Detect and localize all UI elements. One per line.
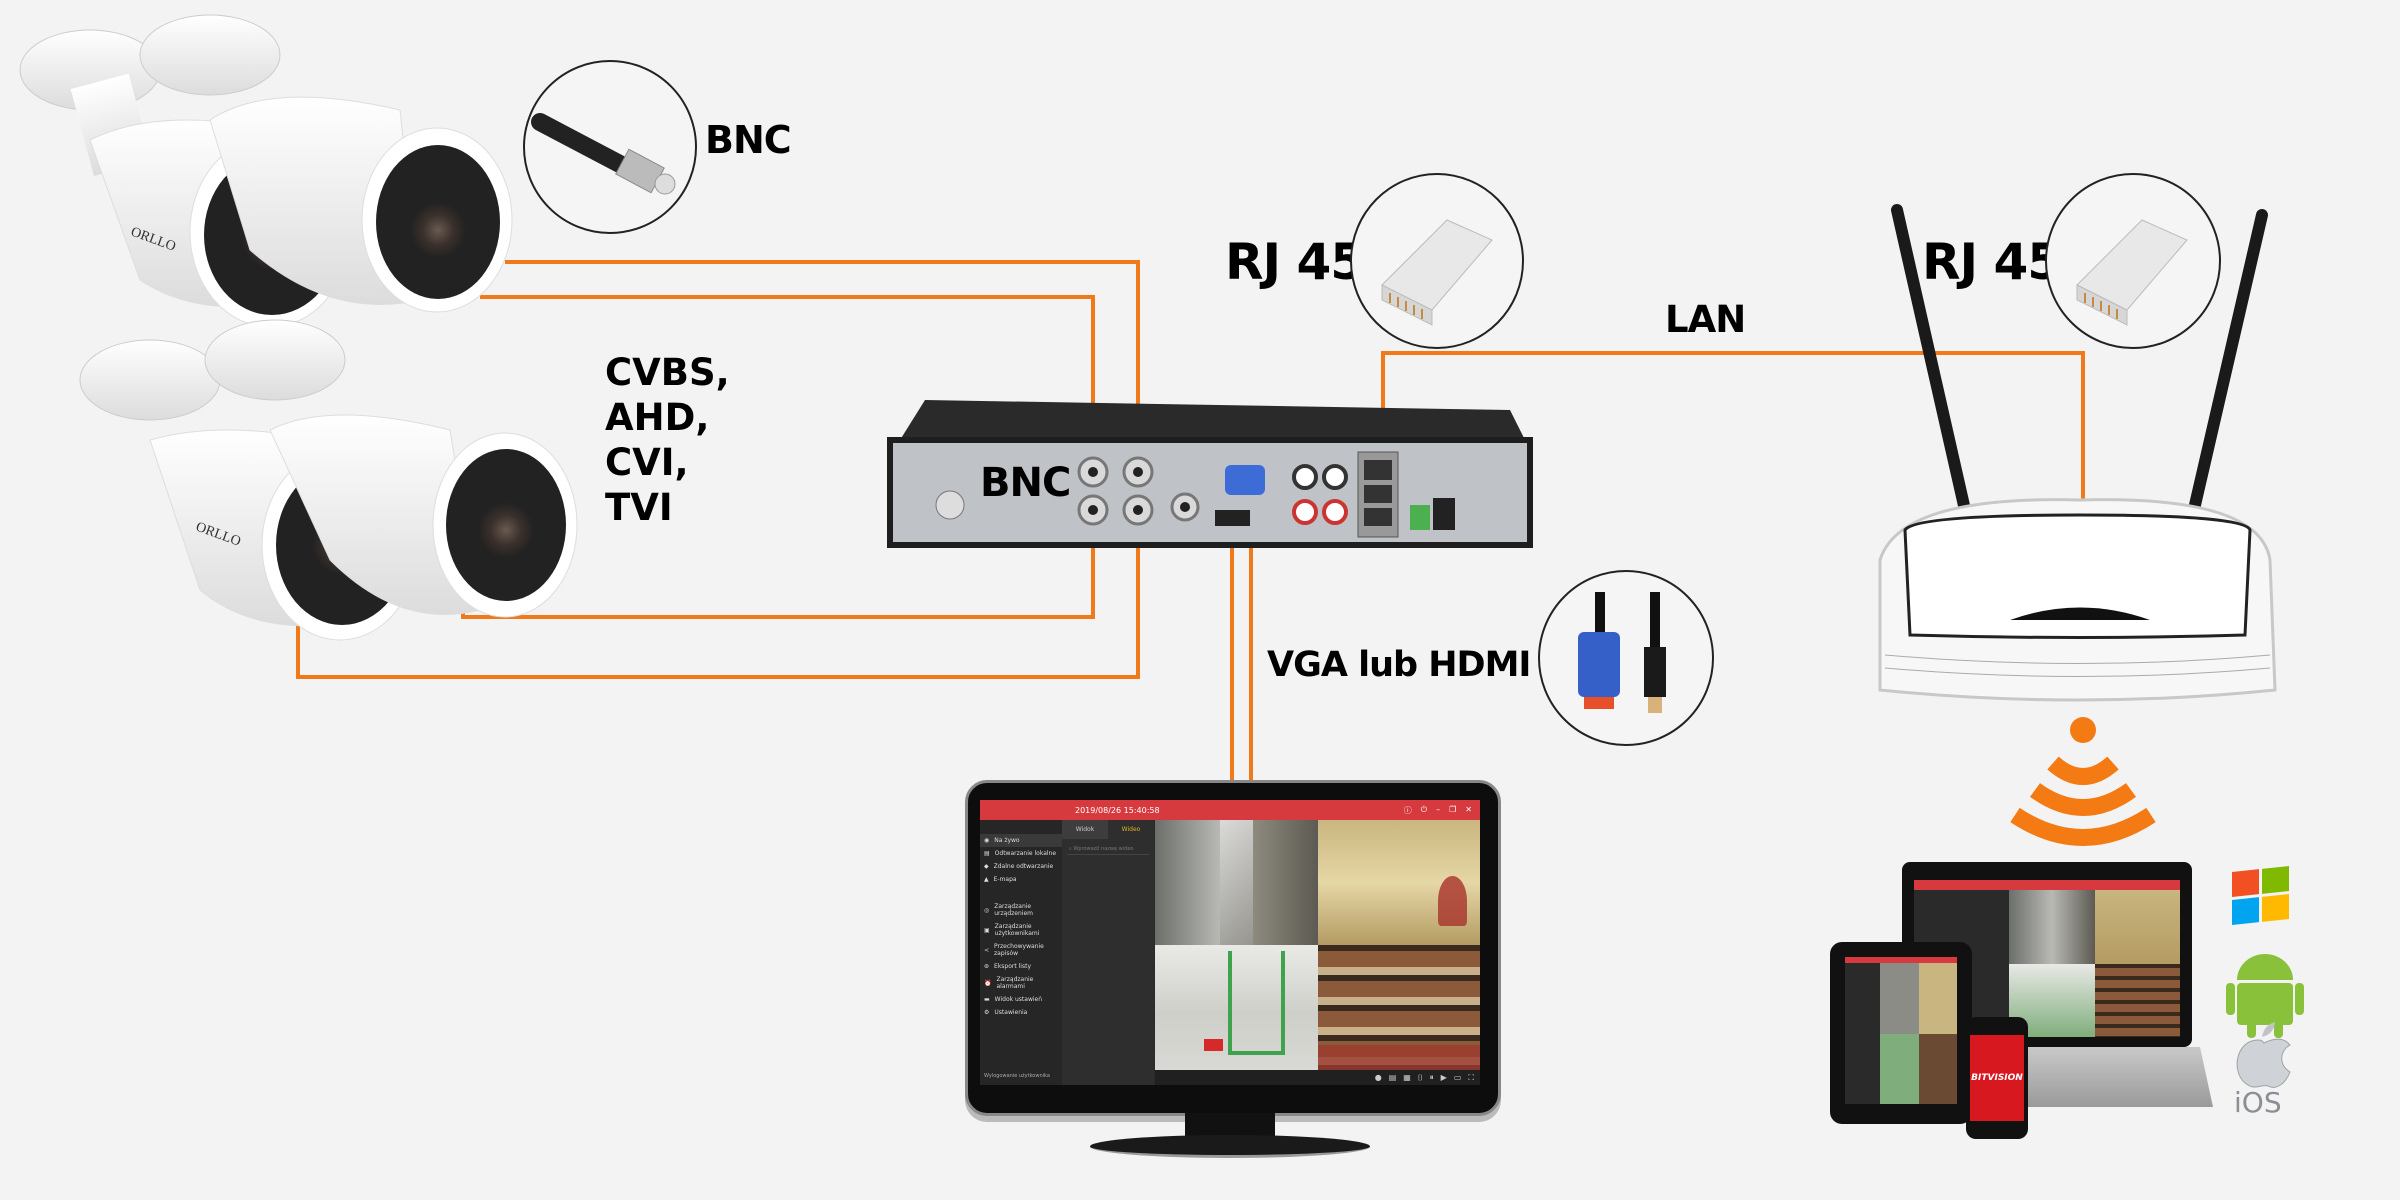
view-icon: ▬ <box>984 996 990 1003</box>
rj45-plug-icon <box>2076 219 2188 326</box>
export-icon: ⊛ <box>984 963 990 970</box>
vga-hdmi-cable-icon <box>1578 592 1666 713</box>
bitvision-logo: BITVISION <box>1971 1073 2023 1083</box>
settings-icon: ⚙ <box>984 1009 990 1016</box>
sidebar-item-devices[interactable]: ◎Zarządzanie urządzeniem <box>984 903 1034 917</box>
video-output-label: VGA lub HDMI <box>1267 645 1531 685</box>
app-panel: Widok Wideo ⌕ Wprowadź nazwę wideo <box>1062 820 1154 1085</box>
close-icon[interactable]: ✕ <box>1465 804 1472 814</box>
sidebar-item-live[interactable]: ◉Na żywo <box>980 834 1062 847</box>
lan-label: LAN <box>1665 298 1746 341</box>
vga-hdmi-callout <box>1538 570 1714 746</box>
sidebar-item-remote-playback[interactable]: ◆Zdalne odtwarzanie <box>984 863 1054 870</box>
playback-toolbar: ● ▤ ▦ ⌷ ⏸ ▶ ▭ ⛶ <box>1155 1070 1480 1085</box>
cable-lan <box>1381 351 2085 505</box>
search-icon: ⌕ <box>1069 846 1074 852</box>
sidebar-item-export[interactable]: ⊛Eksport listy <box>984 963 1031 970</box>
sidebar-item-storage[interactable]: ≺Przechowywanie zapisów <box>984 943 1044 957</box>
info-icon[interactable]: ⓘ <box>1403 805 1412 815</box>
sidebar-item-view-settings[interactable]: ▬Widok ustawień <box>984 996 1043 1003</box>
camera-feed-warehouse[interactable] <box>1155 820 1318 945</box>
camera-grid <box>1155 820 1480 1070</box>
signal-type: AHD, <box>605 396 710 439</box>
app-sidebar: ◉Na żywo ▤Odtwarzanie lokalne ◆Zdalne od… <box>980 820 1062 1085</box>
playback-icon: ▤ <box>984 850 990 857</box>
rj45-dvr-label: RJ 45 <box>1225 233 1365 291</box>
signal-type: CVI, <box>605 441 689 484</box>
sidebar-item-emap[interactable]: ▲E-mapa <box>984 876 1017 883</box>
signal-type: TVI <box>605 486 673 529</box>
tab-view[interactable]: Widok <box>1062 820 1108 839</box>
device-icon: ◎ <box>984 906 990 914</box>
ios-label: iOS <box>2234 1086 2282 1119</box>
camera-feed-factory[interactable] <box>1155 945 1318 1070</box>
bnc-connector-callout <box>523 60 697 234</box>
play-icon[interactable]: ▶ <box>1440 1073 1447 1082</box>
tab-video[interactable]: Wideo <box>1121 826 1141 833</box>
tablet <box>1830 942 1972 1124</box>
alarm-icon: ⏰ <box>984 979 992 987</box>
camera-snapshot-icon[interactable]: ⌷ <box>1417 1072 1423 1082</box>
record-icon[interactable]: ● <box>1374 1073 1382 1082</box>
signal-types-list: CVBS, AHD, CVI, TVI <box>605 350 730 530</box>
app-titlebar: 2019/08/26 15:40:58 ⓘ ⏻ – ❐ ✕ <box>980 800 1480 820</box>
camera-4 <box>204 319 578 618</box>
dvr-bnc-label: BNC <box>980 460 1071 506</box>
bnc-cable-label: BNC <box>705 118 792 162</box>
power-icon[interactable]: ⏻ <box>1420 804 1428 814</box>
camera-feed-library[interactable] <box>1317 945 1480 1070</box>
minimize-icon[interactable]: – <box>1436 804 1441 814</box>
monitor-base <box>1090 1135 1370 1158</box>
camera-2 <box>139 14 513 313</box>
cameras-group: ORLLO ORLLO <box>19 14 578 641</box>
app-title: 2019/08/26 15:40:58 <box>1075 805 1160 815</box>
sidebar-item-settings[interactable]: ⚙Ustawienia <box>984 1009 1028 1016</box>
monitor-screen: 2019/08/26 15:40:58 ⓘ ⏻ – ❐ ✕ ◉Na żywo ▤… <box>980 800 1480 1085</box>
rj45-callout-router <box>2045 173 2221 349</box>
signal-type: CVBS, <box>605 351 730 394</box>
storage-icon: ≺ <box>984 946 990 954</box>
pause-icon[interactable]: ⏸ <box>1429 1072 1434 1082</box>
sidebar-item-alarms[interactable]: ⏰Zarządzanie alarmami <box>984 976 1034 990</box>
video-search-input[interactable]: ⌕ Wprowadź nazwę wideo <box>1067 844 1149 855</box>
bnc-connector-icon <box>531 113 676 195</box>
fullscreen-icon[interactable]: ⛶ <box>1468 1072 1474 1082</box>
map-icon: ▲ <box>984 876 989 883</box>
logout-button[interactable]: Wylogowanie użytkownika <box>984 1073 1050 1079</box>
rj45-plug-icon <box>1381 219 1493 326</box>
rj45-router-label: RJ 45 <box>1922 233 2062 291</box>
rj45-callout-dvr <box>1350 173 1524 349</box>
remote-icon: ◆ <box>984 863 989 870</box>
layout-icon[interactable]: ▤ <box>1388 1073 1397 1082</box>
sidebar-item-users[interactable]: ▣Zarządzanie użytkownikami <box>984 923 1040 937</box>
split-icon[interactable]: ▦ <box>1403 1073 1411 1082</box>
cable-camera4 <box>296 508 1140 679</box>
sidebar-item-local-playback[interactable]: ▤Odtwarzanie lokalne <box>984 850 1057 857</box>
users-icon: ▣ <box>984 926 990 934</box>
camera-feed-lobby[interactable] <box>1317 820 1480 945</box>
restore-icon[interactable]: ❐ <box>1449 804 1457 814</box>
window-icon[interactable]: ▭ <box>1453 1073 1462 1082</box>
smartphone: BITVISION <box>1966 1017 2028 1139</box>
live-icon: ◉ <box>984 837 990 844</box>
